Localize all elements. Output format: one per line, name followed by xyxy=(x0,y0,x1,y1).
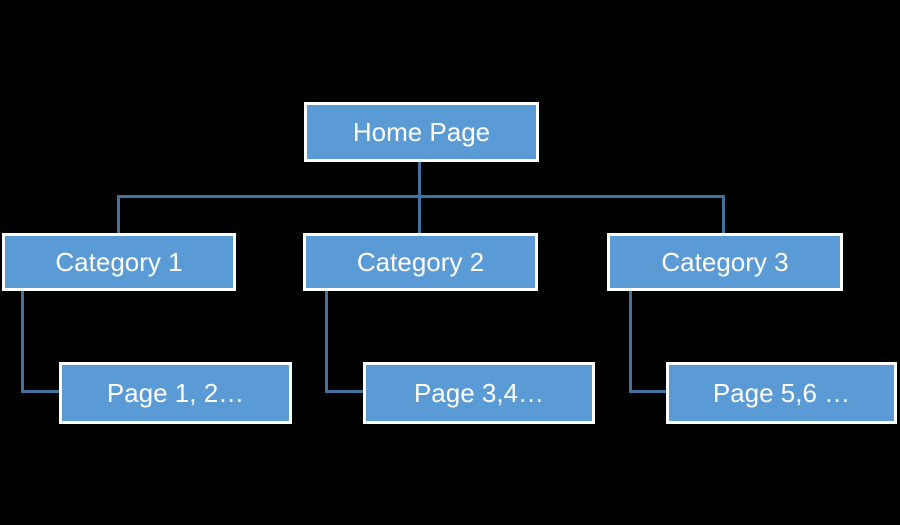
node-category-3-label: Category 3 xyxy=(661,247,789,277)
connector-drop-category-1 xyxy=(117,195,120,233)
node-category-1-label: Category 1 xyxy=(55,247,183,277)
connector-category1-to-pages xyxy=(21,291,24,393)
node-page-1-2-label: Page 1, 2… xyxy=(106,378,245,408)
connector-category2-to-pages xyxy=(325,291,328,393)
connector-horizontal-bus xyxy=(117,195,725,198)
node-home-page[interactable]: Home Page xyxy=(304,102,539,162)
node-page-5-6[interactable]: Page 5,6 … xyxy=(666,362,897,424)
node-category-2[interactable]: Category 2 xyxy=(303,233,538,291)
node-category-1[interactable]: Category 1 xyxy=(2,233,236,291)
connector-category3-to-pages xyxy=(629,390,666,393)
node-page-3-4[interactable]: Page 3,4… xyxy=(363,362,595,424)
connector-drop-category-3 xyxy=(722,195,725,233)
node-home-page-label: Home Page xyxy=(352,117,491,147)
node-category-2-label: Category 2 xyxy=(356,247,485,277)
node-page-5-6-label: Page 5,6 … xyxy=(712,378,851,408)
node-category-3[interactable]: Category 3 xyxy=(607,233,843,291)
node-page-3-4-label: Page 3,4… xyxy=(413,378,545,408)
connector-category2-to-pages xyxy=(325,390,363,393)
node-page-1-2[interactable]: Page 1, 2… xyxy=(59,362,292,424)
connector-category3-to-pages xyxy=(629,291,632,393)
connector-category1-to-pages xyxy=(21,390,59,393)
